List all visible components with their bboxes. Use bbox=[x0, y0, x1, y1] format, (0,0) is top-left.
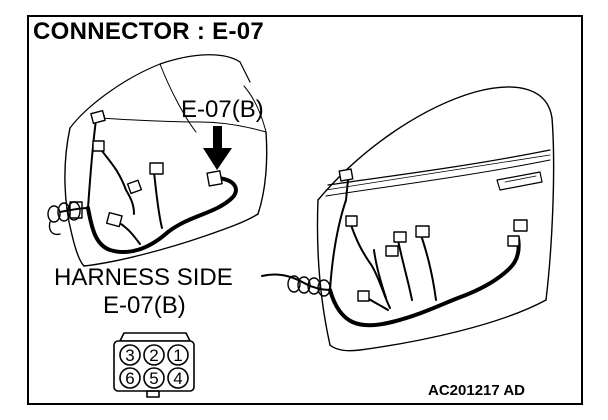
right-door bbox=[316, 86, 555, 352]
svg-text:1: 1 bbox=[173, 346, 182, 365]
left-grommet bbox=[47, 201, 83, 236]
pin-4: 4 bbox=[167, 367, 189, 389]
left-connectors bbox=[90, 109, 223, 228]
svg-text:2: 2 bbox=[149, 346, 158, 365]
svg-text:6: 6 bbox=[125, 369, 134, 388]
right-grommet bbox=[287, 275, 331, 297]
diagram-title: CONNECTOR : E-07 bbox=[33, 18, 265, 45]
callout-arrow bbox=[203, 126, 232, 170]
svg-text:5: 5 bbox=[149, 369, 158, 388]
pin-1: 1 bbox=[167, 344, 189, 366]
figure-code: AC201217 AD bbox=[428, 382, 525, 399]
left-door bbox=[64, 54, 268, 267]
pin-2: 2 bbox=[143, 344, 165, 366]
right-harness-main bbox=[328, 236, 521, 328]
diagram-frame bbox=[27, 15, 583, 405]
left-harness-main bbox=[86, 176, 238, 254]
connector-callout-label: E-07(B) bbox=[181, 96, 264, 123]
pin-6: 6 bbox=[119, 367, 141, 389]
svg-text:4: 4 bbox=[173, 369, 182, 388]
harness-side-connector-id: E-07(B) bbox=[103, 292, 186, 319]
harness-side-label: HARNESS SIDE bbox=[54, 264, 233, 291]
pin-3: 3 bbox=[119, 344, 141, 366]
right-connectors bbox=[338, 168, 528, 302]
pin-5: 5 bbox=[143, 367, 165, 389]
connector-pins: 3 2 1 6 5 4 bbox=[119, 344, 189, 389]
svg-text:3: 3 bbox=[125, 346, 134, 365]
